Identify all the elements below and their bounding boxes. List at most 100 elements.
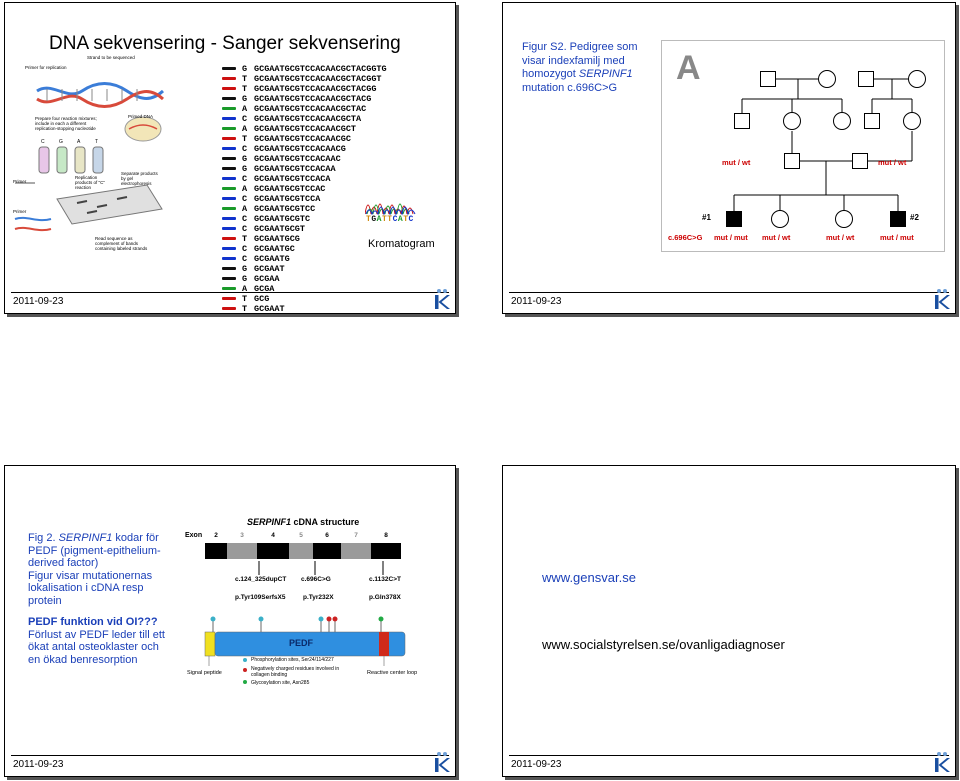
gel-base-label: T xyxy=(242,234,248,244)
gel-sequence: GCGAATGCGTCCAC xyxy=(254,184,326,194)
gel-band xyxy=(222,107,236,110)
gel-sequence: GCGAATGCG xyxy=(254,234,300,244)
pedf-function-line: ökat antal osteoklaster och xyxy=(28,641,159,653)
chromatogram-bases: TGATTCATC xyxy=(366,215,414,224)
gel-base-label: T xyxy=(242,294,248,304)
pedigree-uncle-1 xyxy=(734,113,750,129)
pedigree-figure: A mut / wt mut / wt #1 xyxy=(661,40,945,252)
caption-text: homozygot xyxy=(522,68,579,80)
caption-line: PEDF (pigment-epithelium- xyxy=(28,544,161,557)
chromatogram-base: T xyxy=(381,215,388,224)
exon-segment xyxy=(341,543,371,559)
genotype-g3-2: mut / wt xyxy=(762,233,791,242)
gel-band xyxy=(222,207,236,210)
gel-sequence: GCGAATGCGTCCACAACGC xyxy=(254,134,351,144)
fig2-caption: Fig 2. SERPINF1 kodar för PEDF (pigment-… xyxy=(28,532,178,607)
pedigree-lines xyxy=(733,78,913,211)
pedigree-grandfather-1 xyxy=(760,71,776,87)
footer-divider xyxy=(509,755,949,756)
pedigree-aunt xyxy=(833,112,851,130)
mutation-markers xyxy=(258,561,384,575)
gel-band xyxy=(222,167,236,170)
pedigree-grandfather-2 xyxy=(858,71,874,87)
caption-gene: SERPINF1 xyxy=(578,68,633,80)
gel-base-label: G xyxy=(242,64,248,74)
genotype-g3-4: mut / mut xyxy=(880,233,914,242)
gel-band xyxy=(222,117,236,120)
pedigree-mother xyxy=(783,112,801,130)
slide-pedigree: Figur S2. Pedigree som visar indexfamilj… xyxy=(502,2,956,314)
kth-logo-icon xyxy=(935,289,950,309)
exon-number: 2 xyxy=(214,532,218,539)
gel-band xyxy=(222,157,236,160)
legend-charged: Negatively charged residues involved in … xyxy=(251,666,340,678)
gel-row: C GCGAATGCGTC xyxy=(222,214,387,224)
tube-label-t: T xyxy=(95,139,99,145)
caption-line: mutation c.696C>G xyxy=(522,81,618,94)
mutation-prot-3: p.Gln378X xyxy=(369,594,401,601)
gel-base-label: G xyxy=(242,264,248,274)
exon-segment xyxy=(313,543,341,559)
caption-text: kodar för xyxy=(112,532,159,544)
genotype-g3-1: mut / mut xyxy=(714,233,748,242)
link-socialstyrelsen[interactable]: www.socialstyrelsen.se/ovanligadiagnoser xyxy=(542,637,785,652)
chromatogram-base: C xyxy=(392,215,398,224)
chromatogram-base: T xyxy=(366,215,372,224)
pedigree-sibling-2 xyxy=(835,210,853,228)
caption-line: visar indexfamilj med xyxy=(522,54,625,67)
caption-line: homozygot SERPINF1 xyxy=(522,68,638,82)
chromatogram-base: T xyxy=(387,215,393,224)
pedf-function: PEDF funktion vid OI??? Förlust av PEDF … xyxy=(28,616,198,666)
tube-label-g: G xyxy=(59,139,63,145)
gel-band xyxy=(222,277,236,280)
gel-sequence: GCGAATGCGTCCACAACG xyxy=(254,144,346,154)
footer-date: 2011-09-23 xyxy=(13,759,64,770)
gel-sequence: GCGAATGCGTCCACAACGCTA xyxy=(254,114,362,124)
exon-number: 7 xyxy=(354,532,358,539)
gel-sequence: GCGAATGCGTC xyxy=(254,214,311,224)
chromatogram-label: Kromatogram xyxy=(368,238,435,250)
gel-base-label: G xyxy=(242,274,248,284)
genotype-mother: mut / wt xyxy=(722,158,750,167)
gel-base-label: A xyxy=(242,124,248,134)
genotype-text: mut / wt xyxy=(878,158,907,167)
slide-serpinf1-pedf: Fig 2. SERPINF1 kodar för PEDF (pigment-… xyxy=(4,465,456,777)
kth-logo-icon xyxy=(435,289,450,309)
link-gensvar[interactable]: www.gensvar.se xyxy=(542,570,636,585)
gel-band xyxy=(222,97,236,100)
caption-line: Fig 2. SERPINF1 kodar för xyxy=(28,532,178,545)
exon-number: 5 xyxy=(299,532,303,539)
gel-sequence: GCGAAT xyxy=(254,304,285,314)
schematic-label-strand: Strand to be sequenced xyxy=(87,55,135,60)
pedf-label: PEDF xyxy=(289,638,314,648)
gel-base-label: C xyxy=(242,194,248,204)
gel-base-label: C xyxy=(242,214,248,224)
schematic-label-read: Read sequence as complement of bands con… xyxy=(95,236,148,251)
gel-sequence: GCGAATGCGTCCA xyxy=(254,194,321,204)
gel-sequence: GCGAATGCGTCCACA xyxy=(254,174,331,184)
gel-sequence: GCGAATGCGTCCACAACGCTAC xyxy=(254,104,367,114)
exon-label: Exon xyxy=(185,532,203,539)
gel-band xyxy=(222,227,236,230)
gel-band xyxy=(222,217,236,220)
gel-band xyxy=(222,147,236,150)
cdna-title: SERPINF1 cDNA structure xyxy=(247,517,359,527)
gel-base-label: A xyxy=(242,204,248,214)
gel-row: G GCGAAT xyxy=(222,264,387,274)
reactive-loop-label: Reactive center loop xyxy=(367,670,418,676)
pedigree-father xyxy=(852,153,868,169)
gel-sequence: GCGAAT xyxy=(254,264,285,274)
gel-base-label: C xyxy=(242,244,248,254)
pedigree-mother-married xyxy=(784,153,800,169)
gel-sequence: GCGAATGCGTCCACAACGCTACGGTG xyxy=(254,64,387,74)
kth-logo-icon xyxy=(935,752,950,772)
pedigree-sibling-1 xyxy=(771,210,789,228)
gel-base-label: G xyxy=(242,164,248,174)
